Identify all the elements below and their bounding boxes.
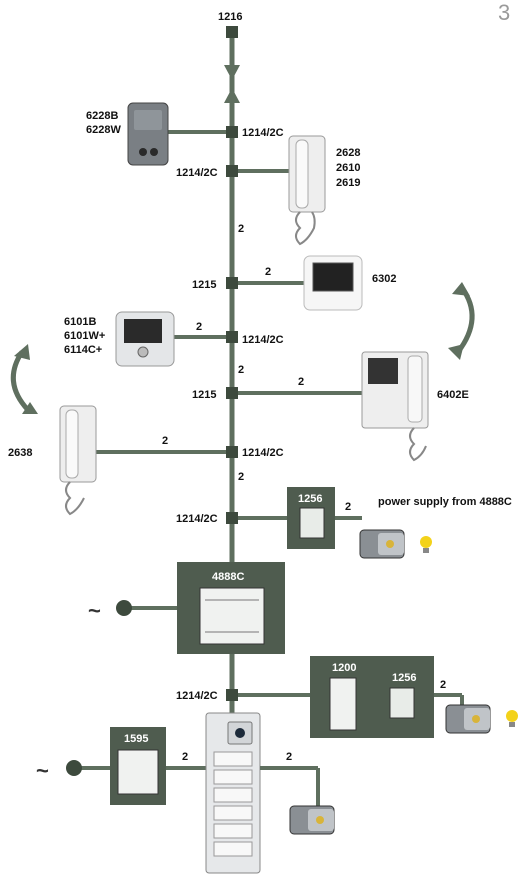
handset-2628-label-3: 2619 xyxy=(336,177,360,189)
external-unit-6228 xyxy=(127,102,169,166)
wire-count-12: 2 xyxy=(286,751,292,763)
handset-2628-label-1: 2628 xyxy=(336,147,360,159)
door-lock-b xyxy=(445,704,491,734)
panel-1200-1256 xyxy=(310,656,434,738)
box-1200-label: 1200 xyxy=(332,662,356,674)
wire-count-4: 2 xyxy=(238,364,244,376)
node-1214-c xyxy=(226,331,238,343)
monitor-6101-label-1: 6101B xyxy=(64,316,96,328)
door-lock-a xyxy=(359,529,405,559)
monitor-6101-label-3: 6114C+ xyxy=(64,344,102,356)
supply-1595-device xyxy=(117,749,159,795)
entrance-panel xyxy=(205,712,261,874)
supply-4888c-label: 4888C xyxy=(212,571,244,583)
node-1215-a-label: 1215 xyxy=(192,279,216,291)
wire-count-8: 2 xyxy=(345,501,351,513)
box-1200-device xyxy=(329,677,357,731)
handset-2638-label: 2638 xyxy=(8,447,32,459)
node-1214-a-label: 1214/2C xyxy=(242,127,284,139)
external-unit-label-2: 6228W xyxy=(86,124,121,136)
monitor-6101-label-2: 6101W+ xyxy=(64,330,105,342)
node-1214-e xyxy=(226,512,238,524)
wire-count-9: 2 xyxy=(440,679,446,691)
arrow-up-icon xyxy=(224,88,240,103)
wire-count-2: 2 xyxy=(265,266,271,278)
monitor-6402e-label: 6402E xyxy=(437,389,469,401)
node-1214-a xyxy=(226,126,238,138)
top-code-label: 1216 xyxy=(218,11,242,23)
wire-count-6: 2 xyxy=(162,435,168,447)
node-1215-b xyxy=(226,387,238,399)
node-1214-c-label: 1214/2C xyxy=(242,334,284,346)
node-1214-b-label: 1214/2C xyxy=(176,167,218,179)
node-1214-e-label: 1214/2C xyxy=(176,513,218,525)
monitor-6402e xyxy=(361,351,429,462)
monitor-6101 xyxy=(115,311,175,367)
box-1256-a-label: 1256 xyxy=(298,493,322,505)
box-1256-b-device xyxy=(389,687,415,719)
node-1215-a xyxy=(226,277,238,289)
wire-count-11: 2 xyxy=(182,751,188,763)
swap-arrow-right-icon xyxy=(455,286,475,354)
node-1214-f-label: 1214/2C xyxy=(176,690,218,702)
box-1256-b-label: 1256 xyxy=(392,672,416,684)
arrow-down-icon xyxy=(224,65,240,80)
mains-symbol-1595: ~ xyxy=(36,758,49,783)
top-node xyxy=(226,26,238,38)
mains-symbol-4888: ~ xyxy=(88,598,101,623)
handset-2628 xyxy=(288,135,326,246)
supply-4888c-device xyxy=(199,587,265,645)
handset-2628-label-2: 2610 xyxy=(336,162,360,174)
mains-terminal-1595 xyxy=(66,760,82,776)
box-1256-a xyxy=(287,487,335,549)
wire-count-3: 2 xyxy=(196,321,202,333)
power-note: power supply from 4888C xyxy=(378,496,512,508)
bulb-icon-a xyxy=(420,536,432,553)
node-1214-f xyxy=(226,689,238,701)
node-1214-d-label: 1214/2C xyxy=(242,447,284,459)
supply-1595-label: 1595 xyxy=(124,733,148,745)
wire-count-7: 2 xyxy=(238,471,244,483)
external-unit-label-1: 6228B xyxy=(86,110,118,122)
node-1214-b xyxy=(226,165,238,177)
handset-2638 xyxy=(59,405,97,516)
corner-letter: 3 xyxy=(498,0,510,25)
monitor-6302-label: 6302 xyxy=(372,273,396,285)
wire-count-1: 2 xyxy=(238,223,244,235)
wire-count-5: 2 xyxy=(298,376,304,388)
swap-arrow-left-icon xyxy=(10,350,30,412)
monitor-6302 xyxy=(303,255,363,311)
bulb-icon-b xyxy=(506,710,518,727)
node-1214-d xyxy=(226,446,238,458)
mains-terminal-4888 xyxy=(116,600,132,616)
node-1215-b-label: 1215 xyxy=(192,389,216,401)
door-lock-c xyxy=(289,805,335,835)
